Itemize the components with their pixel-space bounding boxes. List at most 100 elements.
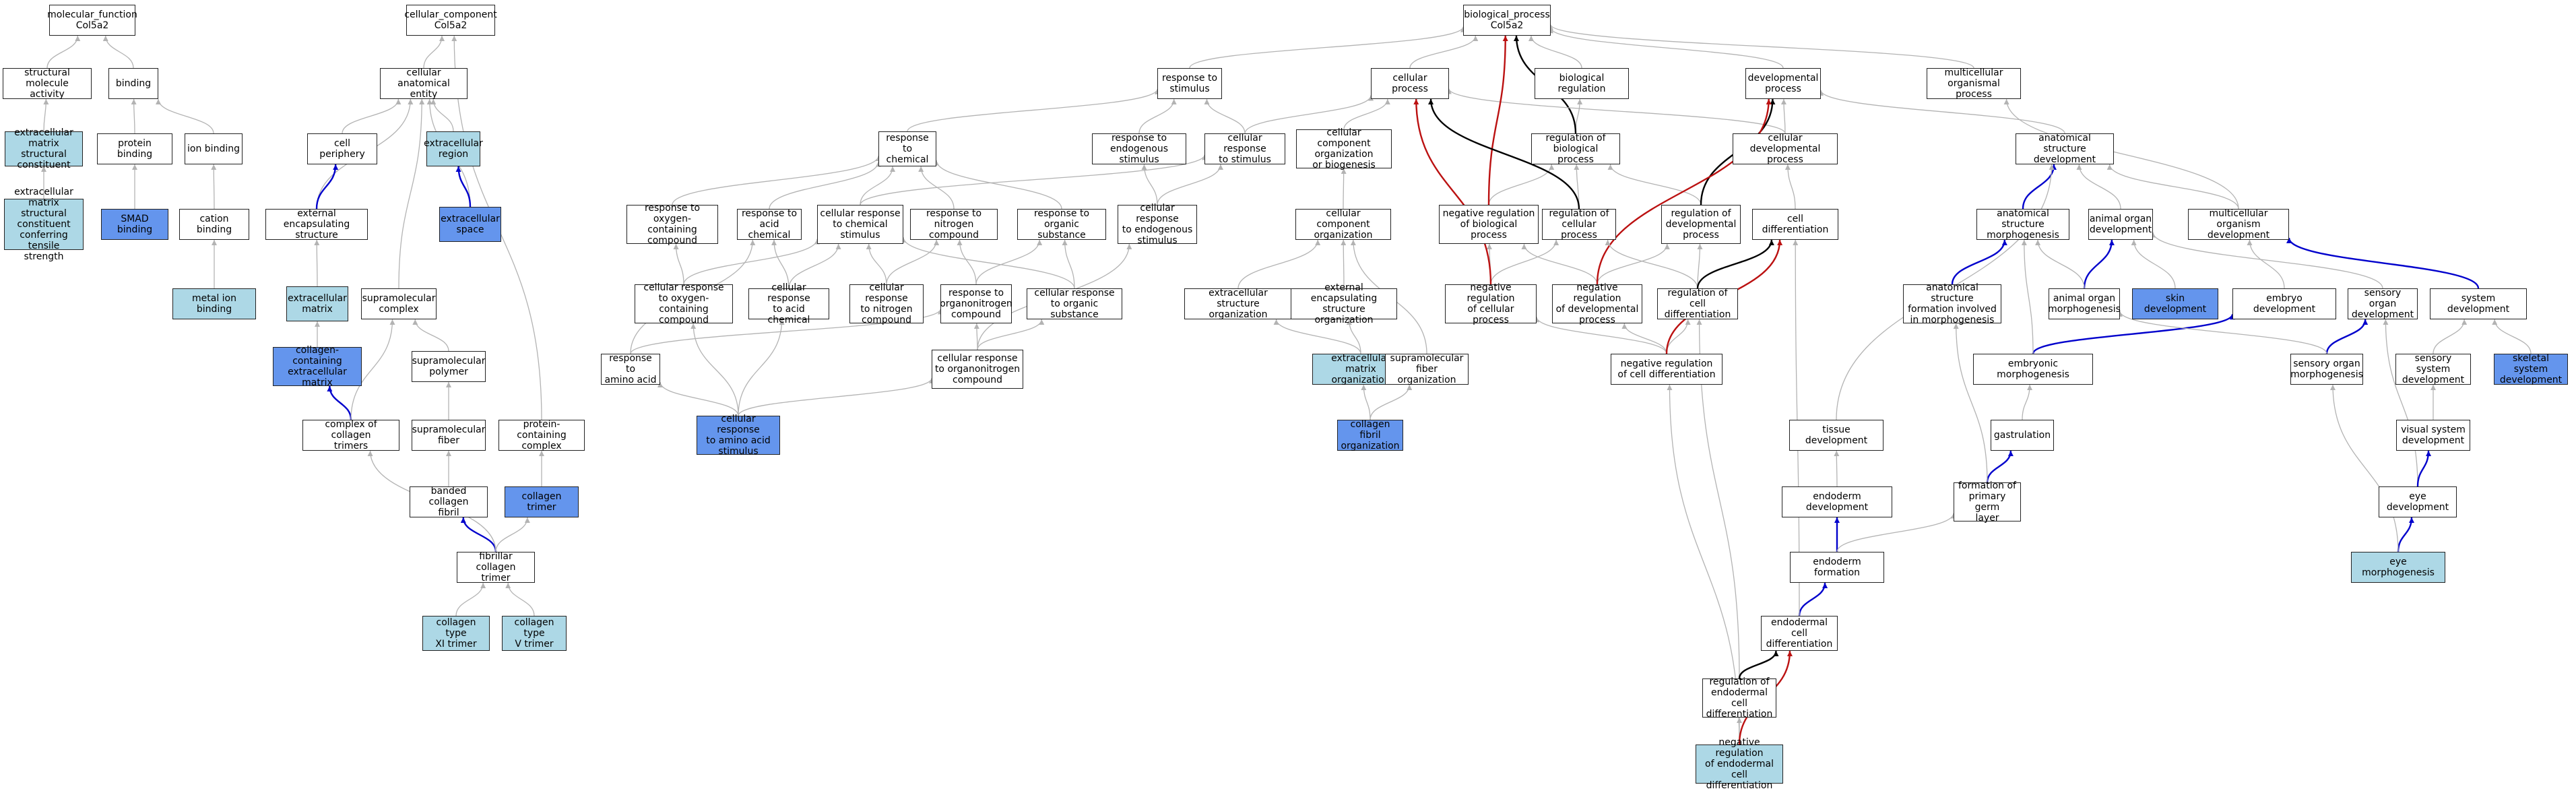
go-term-node-colcontecm[interactable]: collagen-containing extracellular matrix: [273, 345, 362, 388]
edge-regbio-to-bioreg-is-a: [1575, 98, 1583, 134]
go-term-node-ecmscts[interactable]: extracellular matrix structural constitu…: [4, 187, 84, 262]
go-term-node-endoform[interactable]: endoderm formation: [1790, 552, 1884, 583]
go-term-node-resorg[interactable]: response to organic substance: [1017, 208, 1106, 241]
go-term-node-metalbind[interactable]: metal ion binding: [172, 288, 256, 319]
go-term-node-multiproc[interactable]: multicellular organismal process: [1927, 67, 2021, 100]
go-term-node-cellresorgnitro[interactable]: cellular response to organonitrogen comp…: [932, 350, 1023, 389]
go-term-node-resacid[interactable]: response to acid chemical: [737, 208, 802, 241]
go-term-node-celldiff[interactable]: cell differentiation: [1752, 209, 1838, 240]
go-term-node-asdev[interactable]: anatomical structure development: [2016, 133, 2114, 165]
go-term-node-embdev[interactable]: embryo development: [2232, 288, 2336, 319]
go-term-node-sensysdev[interactable]: sensory system development: [2395, 353, 2471, 385]
go-term-node-devproc[interactable]: developmental process: [1745, 68, 1821, 99]
edge-resorgnitro-to-resnitro-is-a: [957, 239, 977, 285]
go-term-node-suprafiber[interactable]: supramolecular fiber: [412, 420, 486, 451]
go-term-node-smad[interactable]: SMAD binding: [101, 209, 168, 240]
go-term-node-skeldev[interactable]: skeletal system development: [2494, 353, 2568, 385]
go-term-node-resamino[interactable]: response to amino acid: [601, 353, 660, 385]
go-term-node-sysdev[interactable]: system development: [2430, 288, 2527, 319]
go-term-node-cellresorg[interactable]: cellular response to organic substance: [1027, 288, 1122, 320]
go-term-node-suprapoly[interactable]: supramolecular polymer: [412, 351, 486, 382]
go-term-node-resendo[interactable]: response to endogenous stimulus: [1092, 133, 1186, 165]
go-term-node-cellresacid[interactable]: cellular response to acid chemical: [748, 282, 829, 325]
go-term-node-fibcolltrimer[interactable]: fibrillar collagen trimer: [457, 551, 535, 583]
go-term-node-suprafibor[interactable]: supramolecular fiber organization: [1385, 353, 1469, 385]
edge-ecmorg-to-eeso-is-a: [1346, 319, 1361, 354]
go-term-node-vissysdev[interactable]: visual system development: [2396, 420, 2470, 451]
go-term-node-eyemorph[interactable]: eye morphogenesis: [2351, 552, 2445, 583]
go-term-node-negregbio[interactable]: negative regulation of biological proces…: [1439, 205, 1539, 244]
go-term-node-regendo[interactable]: regulation of endodermal cell differenti…: [1702, 676, 1776, 720]
go-term-node-bioreg[interactable]: biological regulation: [1535, 68, 1629, 99]
go-term-node-gastrulation[interactable]: gastrulation: [1991, 420, 2054, 451]
go-term-node-cellreschem[interactable]: cellular response to chemical stimulus: [817, 205, 903, 244]
go-term-node-embmorph[interactable]: embryonic morphogenesis: [1973, 354, 2093, 385]
go-term-node-cellresstim[interactable]: cellular response to stimulus: [1204, 133, 1285, 165]
go-term-node-cellresamino[interactable]: cellular response to amino acid stimulus: [697, 414, 780, 457]
go-term-node-ionbind[interactable]: ion binding: [185, 133, 243, 164]
go-term-node-cellproc[interactable]: cellular process: [1371, 68, 1449, 99]
go-term-node-cc[interactable]: cellular_component Col5a2: [404, 5, 497, 36]
go-term-node-sodev[interactable]: sensory organ development: [2348, 288, 2418, 320]
go-term-node-cae[interactable]: cellular anatomical entity: [380, 67, 468, 100]
go-term-node-ecspace[interactable]: extracellular space: [439, 207, 501, 242]
go-term-node-cellperiph[interactable]: cell periphery: [307, 133, 377, 164]
edge-cellresorgnitro-to-cellresorg-is-a: [977, 319, 1045, 350]
go-term-node-resorgnitro[interactable]: response to organonitrogen compound: [940, 284, 1012, 323]
go-term-node-ecso[interactable]: extracellular structure organization: [1184, 288, 1292, 320]
go-term-node-asmorph[interactable]: anatomical structure morphogenesis: [1976, 208, 2069, 241]
go-term-node-bandedcf[interactable]: banded collagen fibril: [410, 486, 488, 518]
edge-negregbio-to-bp-negatively-regulates: [1487, 35, 1508, 205]
go-term-node-multidev[interactable]: multicellular organism development: [2188, 208, 2289, 241]
go-term-node-resnitro[interactable]: response to nitrogen compound: [910, 208, 998, 241]
go-term-node-bp[interactable]: biological_process Col5a2: [1463, 5, 1551, 36]
go-term-node-regcell[interactable]: regulation of cellular process: [1542, 208, 1616, 241]
go-term-node-ecstruct[interactable]: external encapsulating structure: [265, 208, 368, 241]
go-term-node-celldevproc[interactable]: cellular developmental process: [1733, 133, 1838, 165]
go-term-node-col11[interactable]: collagen type XI trimer: [422, 616, 490, 651]
edge-cellperiph-to-cae-is-a: [342, 98, 401, 134]
go-term-node-cco[interactable]: cellular component organization: [1295, 208, 1391, 241]
go-term-node-colltrimerscx[interactable]: complex of collagen trimers: [302, 419, 399, 451]
go-term-node-ecmsc[interactable]: extracellular matrix structural constitu…: [5, 127, 83, 170]
go-term-node-cellresnitro[interactable]: cellular response to nitrogen compound: [849, 282, 924, 325]
go-term-node-cellresoxy[interactable]: cellular response to oxygen-containing c…: [635, 282, 733, 325]
go-term-node-asfim[interactable]: anatomical structure formation involved …: [1903, 282, 2001, 325]
go-term-node-regcelldiff[interactable]: regulation of cell differentiation: [1657, 288, 1738, 320]
go-term-node-negregendo[interactable]: negative regulation of endodermal cell d…: [1696, 737, 1783, 791]
go-term-node-negregcelldiff[interactable]: negative regulation of cell differentiat…: [1611, 354, 1722, 385]
go-term-node-cellresendo[interactable]: cellular response to endogenous stimulus: [1118, 203, 1197, 246]
go-term-node-aomorph[interactable]: animal organ morphogenesis: [2048, 288, 2121, 319]
edge-col5-to-fibcolltrimer-is-a: [505, 582, 535, 616]
go-term-node-endodev[interactable]: endoderm development: [1782, 486, 1892, 517]
go-term-node-protbind[interactable]: protein binding: [97, 133, 172, 164]
go-term-node-protcomplex[interactable]: protein-containing complex: [498, 419, 585, 451]
go-term-node-binding[interactable]: binding: [108, 68, 158, 99]
edge-regcelldiff-to-celldiff-regulates: [1696, 239, 1774, 289]
go-term-node-mf[interactable]: molecular_function Col5a2: [47, 5, 137, 36]
go-term-node-resstim[interactable]: response to stimulus: [1157, 68, 1222, 99]
go-term-node-eyedev[interactable]: eye development: [2379, 486, 2457, 517]
go-term-node-ecmatrix[interactable]: extracellular matrix: [286, 286, 348, 321]
go-term-node-negregdev[interactable]: negative regulation of developmental pro…: [1552, 282, 1642, 325]
go-term-node-negregcell[interactable]: negative regulation of cellular process: [1445, 282, 1537, 325]
go-term-node-smact[interactable]: structural molecule activity: [3, 67, 92, 100]
go-term-node-fpgl[interactable]: formation of primary germ layer: [1954, 480, 2021, 524]
go-term-node-tissuedev[interactable]: tissue development: [1789, 420, 1883, 451]
go-term-node-col5[interactable]: collagen type V trimer: [502, 616, 567, 651]
go-term-node-skindev[interactable]: skin development: [2132, 288, 2218, 319]
go-term-node-collfibor[interactable]: collagen fibril organization: [1337, 419, 1403, 451]
go-term-node-resoxy[interactable]: response to oxygen-containing compound: [626, 203, 718, 246]
go-term-node-colltrimer[interactable]: collagen trimer: [505, 486, 579, 517]
go-term-node-eeso[interactable]: external encapsulating structure organiz…: [1291, 282, 1397, 325]
go-term-node-regdev[interactable]: regulation of developmental process: [1661, 205, 1741, 244]
go-term-node-regbio[interactable]: regulation of biological process: [1531, 133, 1620, 165]
go-term-node-supracomplex[interactable]: supramolecular complex: [361, 288, 437, 319]
go-term-node-reschem[interactable]: response to chemical: [878, 131, 936, 166]
go-term-node-somorph[interactable]: sensory organ morphogenesis: [2290, 354, 2363, 385]
go-term-node-ecregion[interactable]: extracellular region: [424, 131, 483, 166]
go-term-node-cationbind[interactable]: cation binding: [179, 209, 249, 240]
go-term-node-endocelldiff[interactable]: endodermal cell differentiation: [1761, 616, 1838, 651]
go-term-node-ccob[interactable]: cellular component organization or bioge…: [1296, 127, 1392, 170]
go-term-node-aodev[interactable]: animal organ development: [2088, 209, 2153, 240]
